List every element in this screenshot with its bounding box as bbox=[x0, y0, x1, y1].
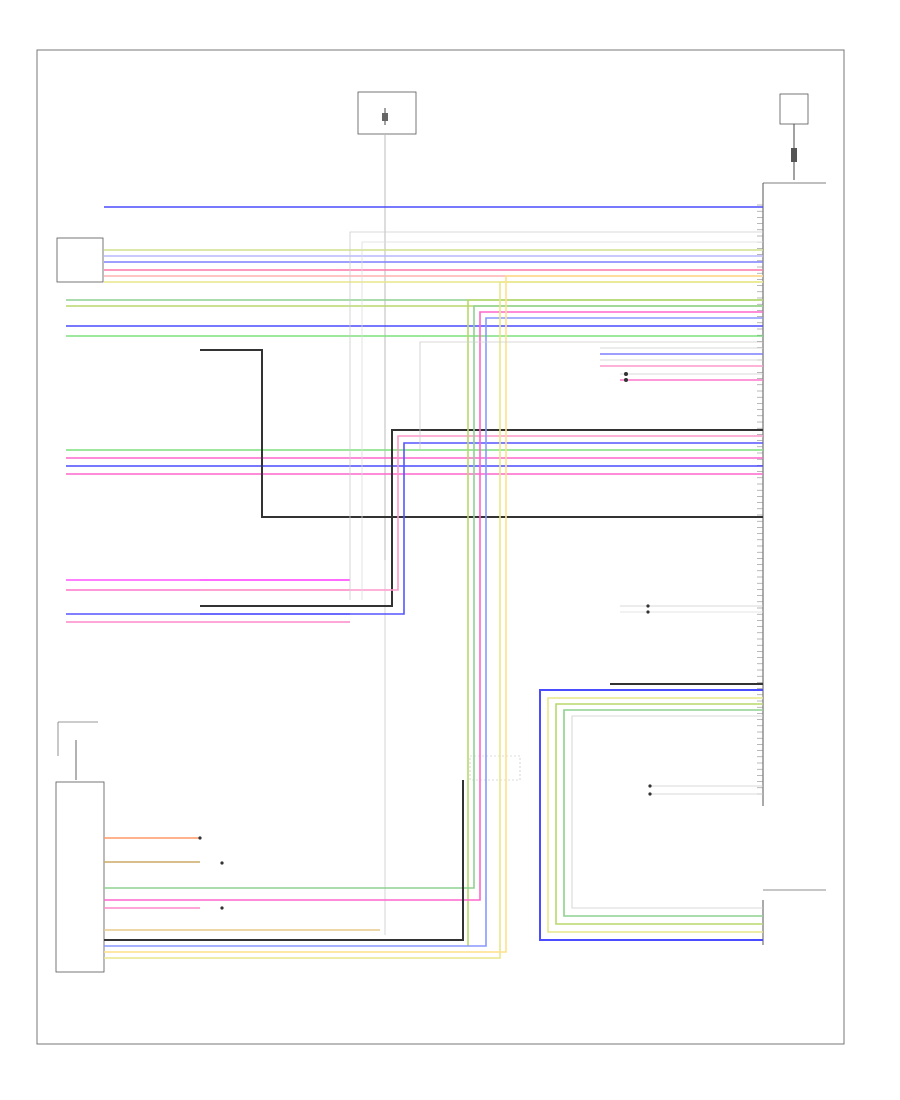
splice-box bbox=[469, 755, 521, 781]
bottom-right-connector bbox=[762, 889, 826, 945]
left-antenna-module bbox=[55, 721, 105, 973]
right-module bbox=[757, 182, 826, 806]
splice-dots bbox=[198, 372, 652, 910]
wire-group bbox=[66, 206, 763, 623]
diagram-frame bbox=[36, 49, 845, 1045]
top-ground-block bbox=[357, 91, 417, 935]
wire-routing bbox=[104, 231, 763, 959]
left-connector-upper bbox=[56, 237, 104, 283]
antenna-ground-symbol bbox=[779, 93, 809, 180]
